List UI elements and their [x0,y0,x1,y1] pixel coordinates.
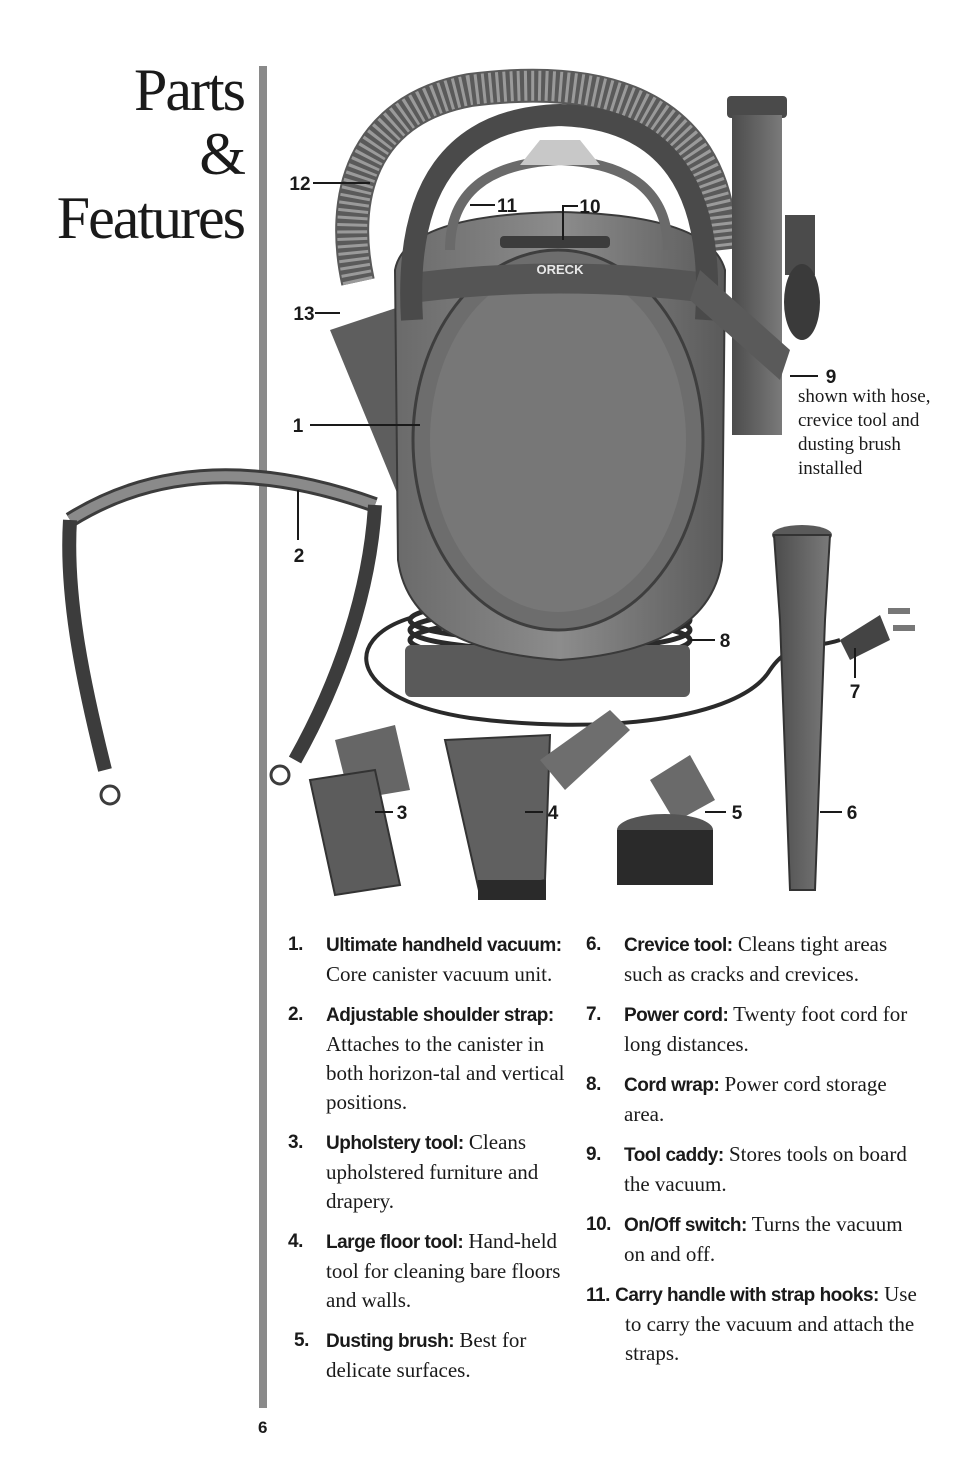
parts-list-left: 1. Ultimate handheld vacuum: Core canist… [288,930,578,1396]
callout-8: 8 [720,631,731,652]
leader-lines [297,182,856,813]
callout-6: 6 [847,803,858,824]
callout-1: 1 [293,416,304,437]
vacuum-body [330,103,727,697]
list-item: 3. Upholstery tool: Cleans upholstered f… [288,1130,539,1213]
list-item: 6. Crevice tool: Cleans tight areas such… [586,932,888,986]
callout-5: 5 [732,803,743,824]
page-number: 6 [258,1418,268,1437]
list-item: 9. Tool caddy: Stores tools on board the… [586,1142,907,1196]
callout-10: 10 [579,197,600,218]
list-item: 1. Ultimate handheld vacuum: Core canist… [288,934,562,986]
list-item: 10. On/Off switch: Turns the vacuum on a… [586,1212,903,1266]
callout-12: 12 [289,174,310,195]
crevice-tool [772,525,832,891]
large-floor-tool [443,710,630,900]
hose [335,68,739,286]
power-plug [840,608,915,660]
vacuum-illustration: ORECK [62,68,915,900]
shoulder-strap [62,468,382,806]
vertical-divider [259,66,267,1408]
parts-list-right: 6. Crevice tool: Cleans tight areas such… [586,930,926,1379]
callout-9: 9 [826,367,837,388]
list-item: 5. Dusting brush: Best for delicate surf… [294,1328,527,1382]
callout-11: 11 [497,196,518,217]
callout-7: 7 [850,682,861,703]
brand-label: ORECK [537,262,585,277]
list-item: 7. Power cord: Twenty foot cord for long… [586,1002,908,1056]
callout-4: 4 [548,803,559,824]
callout-13: 13 [293,304,314,325]
callout-9-note: shown with hose, crevice tool and dustin… [798,386,931,479]
list-item: 11. Carry handle with strap hooks: Use t… [586,1282,917,1365]
list-item: 4. Large floor tool: Hand-held tool for … [288,1229,561,1312]
callout-3: 3 [397,803,408,824]
page-title: Parts & Features [56,57,246,251]
upholstery-tool [308,725,410,897]
dusting-brush [617,755,715,885]
callout-2: 2 [294,546,305,567]
list-item: 2. Adjustable shoulder strap: Attaches t… [288,1004,565,1114]
list-item: 8. Cord wrap: Power cord storage area. [586,1072,887,1126]
tool-caddy [690,96,820,435]
